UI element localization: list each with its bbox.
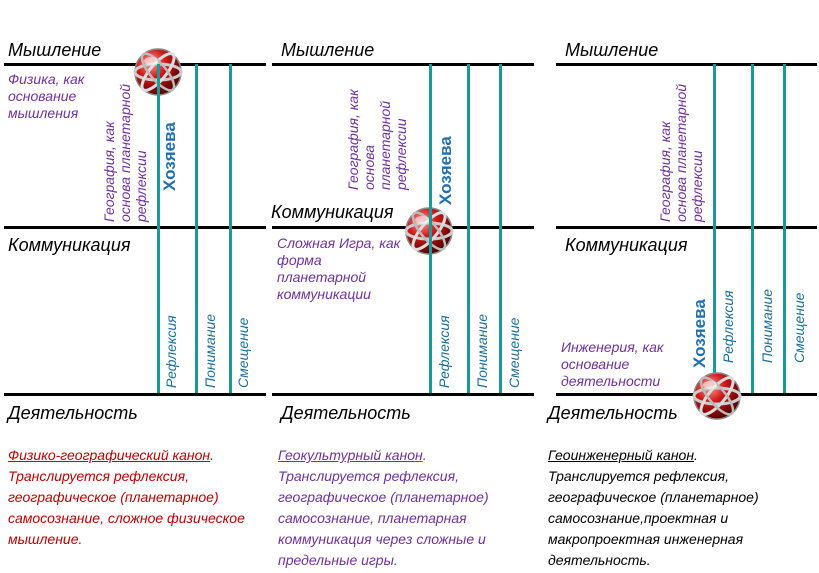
thinking-line (556, 63, 817, 66)
column-line (229, 64, 232, 395)
column-label-shift: Смещение (235, 317, 251, 388)
column-label-understanding: Понимание (202, 313, 218, 388)
owner-label: Хозяева (436, 136, 455, 205)
side-note: География, как основа планетарной рефлек… (101, 84, 149, 222)
communication-line (556, 226, 817, 229)
column-line (195, 64, 198, 395)
column-label-shift: Смещение (791, 292, 807, 363)
side-note-line: основа (361, 144, 377, 190)
side-note: География, как основа планетарной рефлек… (345, 89, 409, 190)
side-note-line: планетарной (377, 100, 393, 190)
canon-title: Физико-географический канон (8, 447, 211, 463)
canon-title: Геоинженерный канон (548, 447, 695, 463)
side-note-line: основа планетарной (117, 83, 133, 222)
owner-label: Хозяева (160, 122, 179, 191)
thinking-heading: Мышление (281, 40, 375, 60)
column-line (499, 64, 502, 395)
thinking-heading: Мышление (565, 40, 659, 60)
column-line (783, 64, 786, 395)
column-label-reflection: Рефлексия (163, 315, 179, 388)
main-note: Физика, как основание мышления (8, 71, 85, 121)
owner-label: Хозяева (690, 299, 709, 368)
column-line (467, 64, 470, 395)
canon-body: . Транслируется рефлексия, географическо… (8, 447, 245, 547)
communication-heading: Коммуникация (8, 235, 131, 255)
thinking-heading: Мышление (8, 40, 102, 60)
side-note-line: рефлексии (133, 150, 149, 222)
main-note: Сложная Игра, как форма планетарной комм… (277, 235, 401, 302)
canon-body: . Транслируется рефлексия, географическо… (548, 447, 759, 568)
side-note: География, как основа планетарной рефлек… (657, 84, 705, 222)
activity-line (556, 393, 817, 396)
red-sphere-marker-icon (692, 371, 742, 421)
activity-heading: Деятельность (281, 403, 411, 423)
column-label-shift: Смещение (506, 317, 522, 388)
canon-text: Геоинженерный канон. Транслируется рефле… (548, 445, 803, 571)
canon-text: Геокультурный канон. Транслируется рефле… (278, 445, 528, 571)
side-note-line: рефлексии (689, 150, 705, 222)
column-line (157, 64, 160, 395)
activity-heading: Деятельность (548, 403, 678, 423)
activity-line (4, 393, 266, 396)
main-note: Инженерия, как основание деятельности (561, 339, 664, 389)
side-note-line: основа планетарной (673, 83, 689, 222)
side-note-line: рефлексии (393, 118, 409, 190)
side-note-line: География, как (101, 121, 117, 222)
side-note-line: География, как (657, 121, 673, 222)
column-label-understanding: Понимание (474, 313, 490, 388)
canon-title: Геокультурный канон (278, 447, 423, 463)
thinking-line (4, 63, 266, 66)
column-label-understanding: Понимание (759, 288, 775, 363)
canon-text: Физико-географический канон. Транслирует… (8, 445, 263, 550)
column-line (751, 64, 754, 395)
canon-body: . Транслируется рефлексия, географическо… (278, 447, 489, 568)
activity-heading: Деятельность (8, 403, 138, 423)
communication-line (272, 226, 534, 229)
side-note-line: География, как (345, 89, 361, 190)
communication-line (4, 226, 266, 229)
column-label-reflection: Рефлексия (436, 315, 452, 388)
column-label-reflection: Рефлексия (720, 290, 736, 363)
thinking-line (272, 63, 534, 66)
communication-heading: Коммуникация (565, 235, 688, 255)
column-line (713, 64, 716, 395)
communication-heading: Коммуникация (271, 202, 394, 222)
column-line (429, 64, 432, 395)
activity-line (272, 393, 534, 396)
